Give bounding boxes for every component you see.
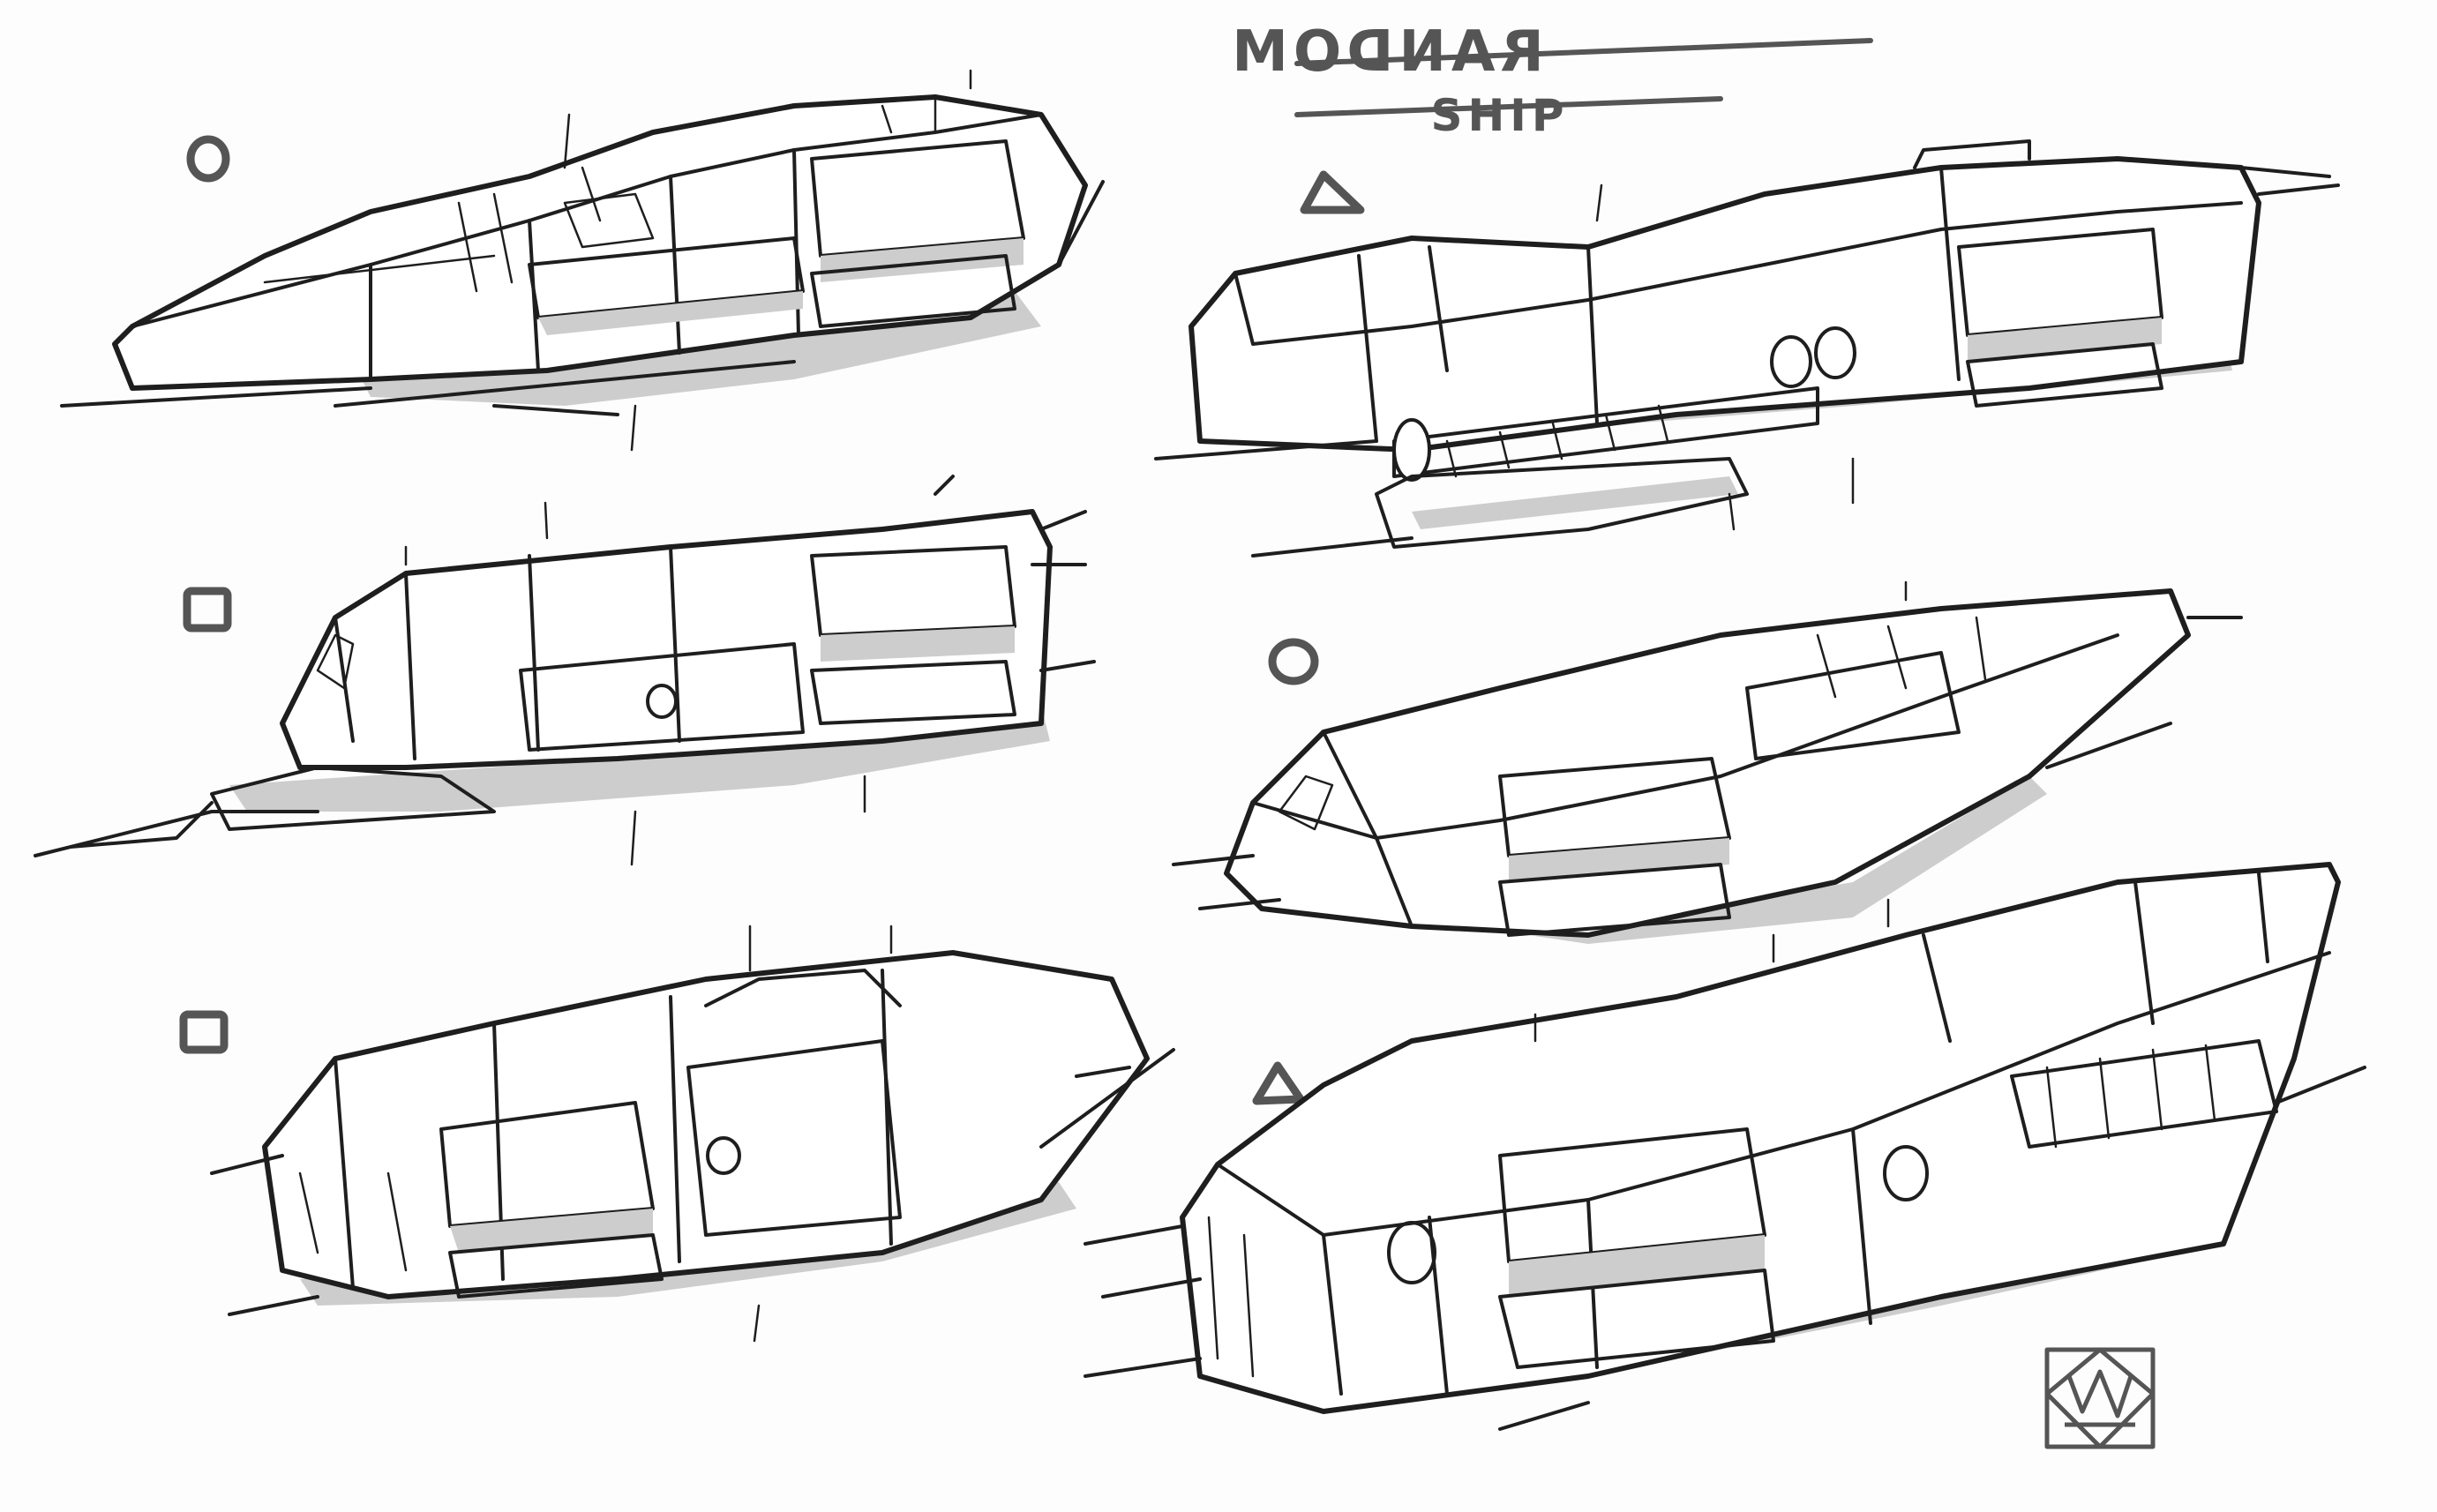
ship-6-sketch (1084, 862, 2366, 1431)
sheet-title: RANDOM SHIP (1226, 19, 1873, 141)
title-strikethrough (1294, 38, 1873, 66)
artist-signature-icon (2044, 1347, 2156, 1449)
ship-4 (1172, 580, 2243, 963)
ship-5-symbol-square-icon (179, 1010, 229, 1054)
ship-6-symbol-triangle-icon (1252, 1061, 1305, 1105)
ship-5-sketch (210, 924, 1175, 1343)
ship-5 (179, 924, 1175, 1343)
ship-6 (1084, 862, 2366, 1431)
title-line-1: RANDOM (1226, 19, 1544, 85)
ship-3-sketch (34, 475, 1096, 866)
ship-3 (34, 475, 1096, 866)
ship-2-symbol-triangle-icon (1300, 170, 1365, 214)
ship-1 (60, 69, 1105, 452)
ship-4-symbol-circle-icon (1268, 638, 1319, 685)
title-underline (1294, 96, 1723, 117)
title-line-2: SHIP (1430, 90, 1569, 141)
ship-2-sketch (1154, 139, 2340, 558)
ship-1-sketch (60, 69, 1105, 452)
ship-4-sketch (1172, 580, 2243, 963)
ship-3-symbol-square-icon (183, 587, 232, 632)
ship-2 (1154, 139, 2340, 558)
ship-1-symbol-circle-icon (186, 135, 230, 183)
